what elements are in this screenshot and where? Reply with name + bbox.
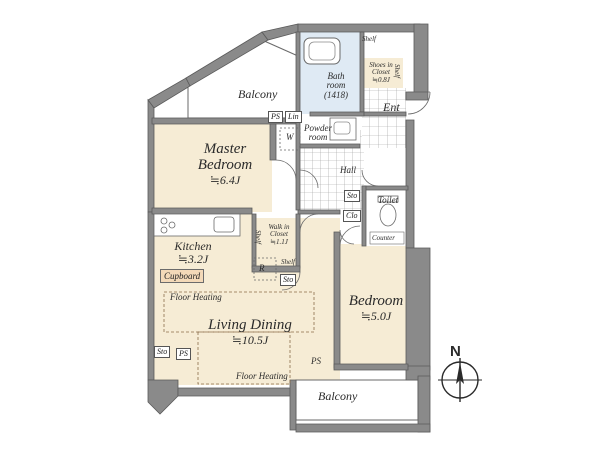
toilet-label: Toilet xyxy=(378,195,399,205)
balcony-top-label: Balcony xyxy=(238,87,278,101)
entrance-floor xyxy=(362,88,406,148)
bathtub xyxy=(303,37,341,65)
floor-heating-label-a: Floor Heating xyxy=(170,292,222,302)
cupboard-tag: Cupboard xyxy=(160,269,205,283)
toilet-tank xyxy=(377,195,399,203)
fridge-space xyxy=(253,257,277,281)
washer-w-label: W xyxy=(286,132,294,142)
north-compass xyxy=(438,358,482,402)
master-bedroom-label: Master Bedroom ≒6.4J xyxy=(197,141,253,187)
fridge-r-label: R xyxy=(259,263,265,273)
shelf-bath-label: Shelf xyxy=(362,35,376,43)
washer-space xyxy=(279,127,301,151)
ps-left-tag: PS xyxy=(176,348,191,360)
compass-north-label: N xyxy=(450,343,461,360)
living-floor xyxy=(152,285,340,385)
bathroom-label: Bath room (1418) xyxy=(324,71,348,100)
shelf-shoes-label: Shelf xyxy=(393,64,401,78)
shoes-in-closet-label: Shoes in Closet ≒0.8J xyxy=(369,61,393,84)
floor-heating-label-b: Floor Heating xyxy=(236,371,288,381)
toilet-bowl xyxy=(379,203,397,227)
balcony-bottom-label: Balcony xyxy=(318,389,358,403)
entrance-label: Ent xyxy=(383,100,400,114)
clo-tag: Clo xyxy=(343,210,361,222)
living-dining-label: Living Dining ≒10.5J xyxy=(208,317,292,347)
sto-left-tag: Sto xyxy=(154,346,171,358)
shelf-wic-label: Shelf xyxy=(254,230,262,244)
sto-living-tag: Sto xyxy=(280,274,297,286)
ps-bottom-label: PS xyxy=(311,356,321,366)
sto-hall-tag: Sto xyxy=(344,190,361,202)
lin-tag: Lin xyxy=(285,111,302,123)
powder-room-label: Powder room xyxy=(304,123,332,143)
walls xyxy=(147,23,431,433)
hall-label: Hall xyxy=(340,165,357,175)
kitchen-counter xyxy=(153,213,241,237)
shelf-wic2-label: Shelf xyxy=(281,258,295,266)
floor-heating-zone-b xyxy=(197,331,291,385)
counter-label: Counter xyxy=(372,234,395,242)
shoes-closet-floor xyxy=(363,58,403,88)
bedroom-label: Bedroom ≒5.0J xyxy=(348,293,404,323)
bedroom-floor xyxy=(338,244,408,366)
doors xyxy=(275,91,431,291)
ps-top-tag: PS xyxy=(268,111,283,123)
kitchen-label: Kitchen ≒3.2J xyxy=(174,239,212,266)
master-bedroom-floor xyxy=(152,124,272,212)
walk-in-closet-label: Walk in Closet ≒1.1J xyxy=(268,223,290,246)
toilet-counter xyxy=(369,231,405,245)
wic-floor xyxy=(252,218,298,268)
